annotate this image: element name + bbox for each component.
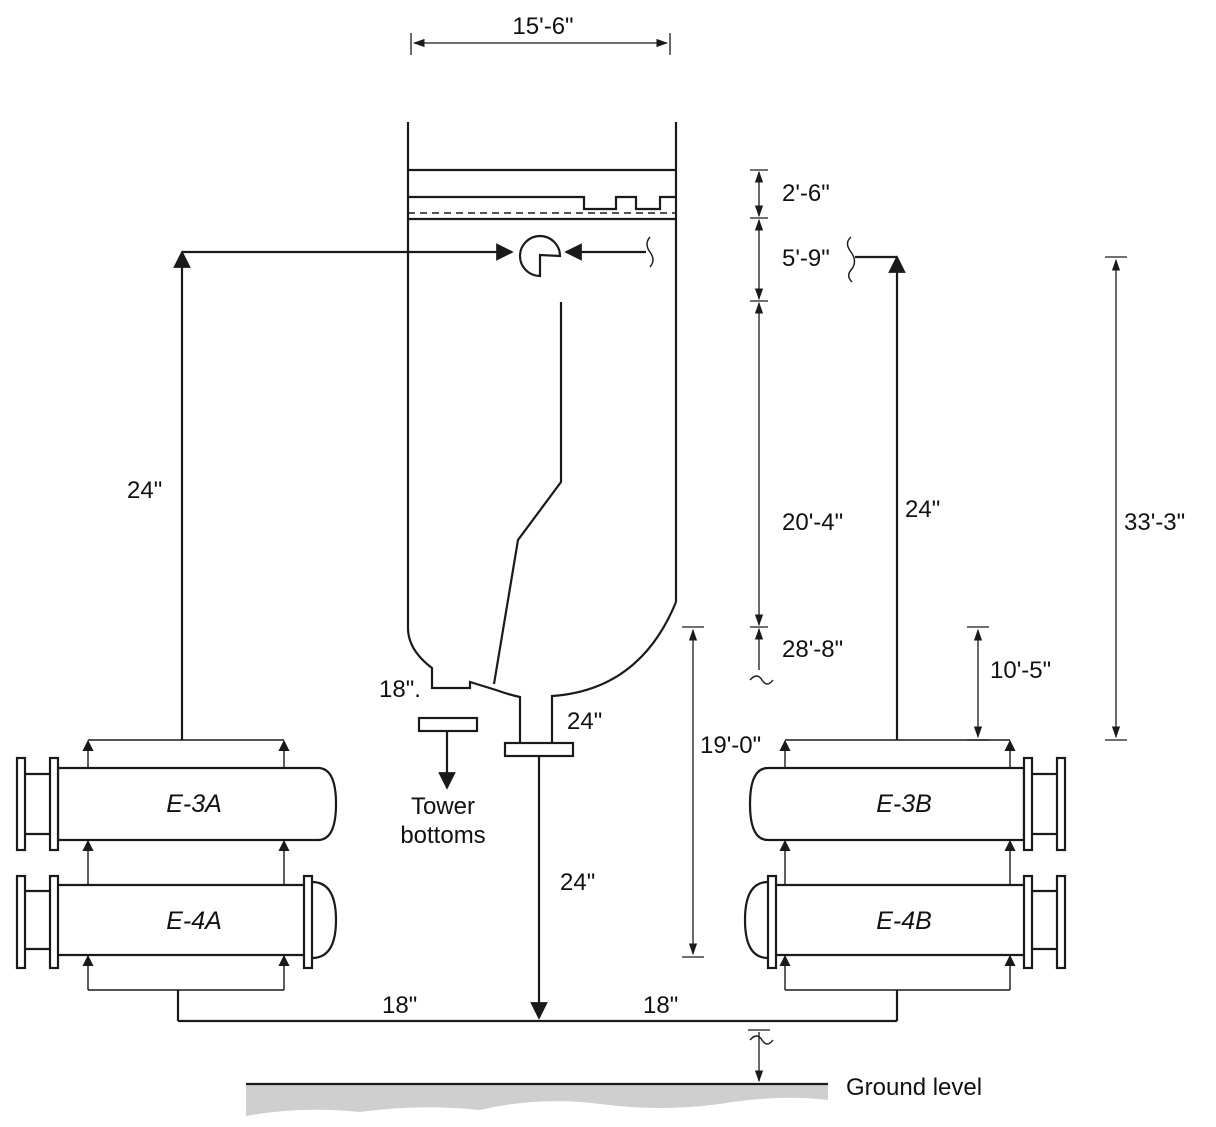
left-vapor-return-line: 24" [127, 243, 514, 740]
label-e3a: E-3A [166, 790, 222, 818]
dim-overall-height: 33'-3" [1124, 509, 1185, 536]
tower-bottoms-outlet: Tower bottoms [400, 731, 486, 849]
pipe-downcomer: 24" [560, 869, 595, 896]
tower-bottoms-label-2: bottoms [400, 822, 485, 849]
label-e4a: E-4A [166, 907, 222, 935]
inlet-header-line: 18" 18" [176, 990, 899, 1023]
bottoms-flange [417, 716, 479, 733]
pipe-bottoms-nozzle: 18". [379, 676, 421, 703]
draw-flange [503, 741, 575, 758]
elevation-dimension-stack: 2'-6" 5'-9" 20'-4" 28'-8" [749, 169, 843, 685]
dim-baffle-height: 20'-4" [782, 509, 843, 536]
downcomer-line: 24" [530, 756, 595, 1020]
dim-top-section: 2'-6" [782, 180, 830, 207]
dim-tower-diameter: 15'-6" [512, 13, 573, 40]
inlet-distributor-icon [518, 234, 562, 278]
dim-exchanger-top: 10'-5" [990, 657, 1051, 684]
exchanger-e4b: E-4B [743, 874, 1067, 970]
exchanger-e3a: E-3A [15, 756, 338, 852]
right-exchanger-connections [779, 739, 1016, 991]
label-e4b: E-4B [876, 907, 932, 935]
overall-height-dimension: 33'-3" [1105, 256, 1185, 741]
tower-vessel [406, 122, 678, 758]
right-vapor-return-line: 24" [564, 236, 940, 740]
pipe-draw-nozzle: 24" [567, 708, 602, 735]
dim-nozzle-to-bottom: 19'-0" [700, 732, 761, 759]
left-exchanger-connections [82, 739, 290, 991]
tower-diameter-dimension: 15'-6" [410, 13, 671, 55]
pipe-header-right: 18" [643, 992, 678, 1019]
exchanger-e3b: E-3B [748, 756, 1067, 852]
ground-level-label: Ground level [846, 1074, 982, 1101]
pipe-header-left: 18" [382, 992, 417, 1019]
ground-level: Ground level [246, 1029, 982, 1116]
label-e3b: E-3B [876, 790, 932, 818]
dim-lower-height: 28'-8" [782, 636, 843, 663]
pipe-right-riser: 24" [905, 496, 940, 523]
exchanger-e4a: E-4A [15, 874, 338, 970]
pipe-left-riser: 24" [127, 477, 162, 504]
nozzle-to-bottom-dimension: 19'-0" [682, 626, 761, 958]
exchanger-top-dimension: 10'-5" [967, 626, 1051, 741]
tower-bottoms-label-1: Tower [411, 793, 475, 820]
dim-inlet-section: 5'-9" [782, 245, 830, 272]
